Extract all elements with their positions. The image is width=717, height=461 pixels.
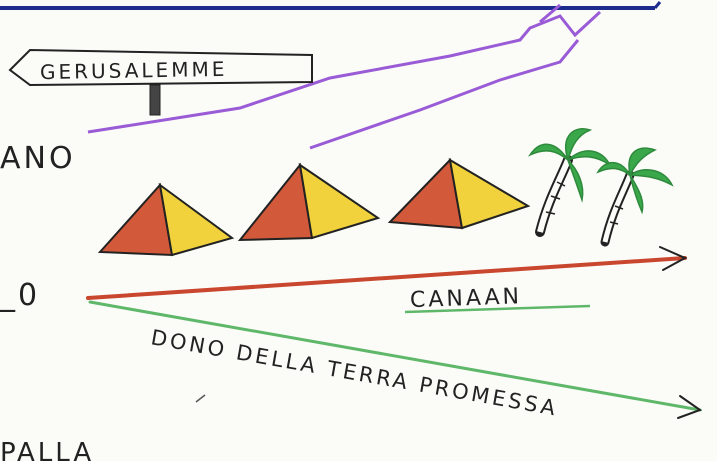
red-arrow-icon	[86, 246, 688, 300]
canaan-underline	[404, 304, 591, 314]
pencil-mark	[195, 394, 206, 403]
fragment-left-bottom: PALLA	[0, 438, 94, 461]
palm-tree-icon	[596, 147, 674, 247]
pyramid-icon	[387, 157, 531, 230]
fragment-left-top: ANO	[0, 141, 76, 176]
navy-corner	[653, 1, 662, 9]
pyramid-icon	[97, 182, 235, 257]
fragment-left-middle: _0	[0, 278, 40, 313]
palm-tree-icon	[527, 128, 611, 237]
signpost-label: GERUSALEMME	[40, 57, 228, 84]
green-arrow-icon	[88, 300, 703, 419]
purple-lines	[87, 3, 602, 150]
signpost-icon: GERUSALEMME	[8, 48, 313, 116]
pyramid-icon	[237, 162, 381, 242]
